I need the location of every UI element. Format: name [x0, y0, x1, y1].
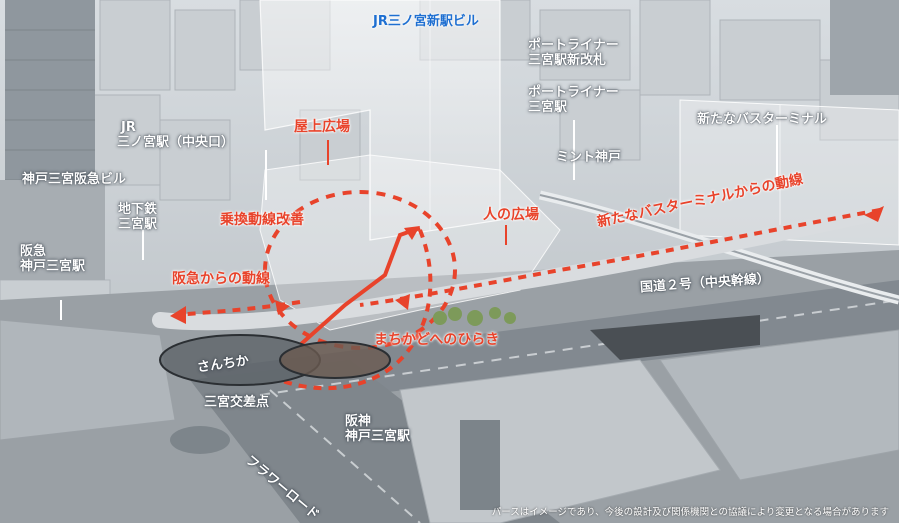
hanshin-line1: 阪神 — [345, 414, 372, 429]
portliner-station-line1: ポートライナー — [528, 85, 619, 100]
subway-line2: 三宮駅 — [118, 217, 158, 232]
pin-people-plaza — [505, 225, 507, 245]
hanshin-line2: 神戸三宮駅 — [345, 429, 411, 444]
portliner-station-line2: 三宮駅 — [528, 100, 568, 115]
portliner-station-label: ポートライナー 三宮駅 — [528, 85, 619, 115]
portliner-gate-label: ポートライナー 三宮駅新改札 — [528, 38, 619, 68]
bus-terminal-box — [679, 99, 899, 246]
jr-sannomiya-line2: 三ノ宮駅（中央口） — [117, 135, 235, 150]
hankyu-station-line2: 神戸三宮駅 — [20, 259, 86, 274]
pin-subway — [142, 230, 144, 260]
underground-opening — [590, 315, 760, 360]
jr-sannomiya-line1: JR — [121, 120, 136, 135]
jr-building-label: JR三ノ宮新駅ビル — [373, 14, 479, 29]
disclaimer-note: パースはイメージであり、今後の設計及び関係機関との協議により変更となる場合があり… — [491, 507, 889, 518]
mint-kobe-label: ミント神戸 — [556, 150, 622, 165]
trees — [433, 307, 516, 326]
tower-left — [5, 0, 95, 215]
hankyu-building — [0, 180, 105, 280]
hankyu-station-label: 阪急 神戸三宮駅 — [20, 244, 85, 274]
sannomiya-intersection-label: 三宮交差点 — [204, 395, 270, 410]
jr-sannomiya-label: JR 三ノ宮駅（中央口） — [117, 120, 234, 150]
to-town-label: まちかどへのひらき — [374, 332, 500, 348]
portliner-gate-line2: 三宮駅新改札 — [528, 53, 607, 68]
pedestrian-deck — [152, 204, 888, 331]
portliner-gate-line1: ポートライナー — [528, 38, 619, 53]
pin-hankyu — [60, 300, 62, 320]
pin-bus-terminal — [776, 125, 778, 190]
hankyu-station-line1: 阪急 — [20, 244, 47, 259]
pin-jr — [265, 150, 267, 200]
people-plaza-label: 人の広場 — [483, 207, 539, 223]
pin-rooftop — [327, 140, 329, 165]
subway-label: 地下鉄 三宮駅 — [118, 202, 157, 232]
pin-portliner — [573, 120, 575, 180]
bus-terminal-label: 新たなバスターミナル — [697, 112, 828, 127]
from-hankyu-label: 阪急からの動線 — [172, 271, 270, 287]
kobe-hankyu-building-label: 神戸三宮阪急ビル — [22, 172, 127, 187]
subway-line1: 地下鉄 — [118, 202, 158, 217]
hanshin-station-label: 阪神 神戸三宮駅 — [345, 414, 410, 444]
transfer-improvement-label: 乗換動線改善 — [220, 212, 304, 228]
rooftop-plaza-label: 屋上広場 — [294, 119, 350, 135]
